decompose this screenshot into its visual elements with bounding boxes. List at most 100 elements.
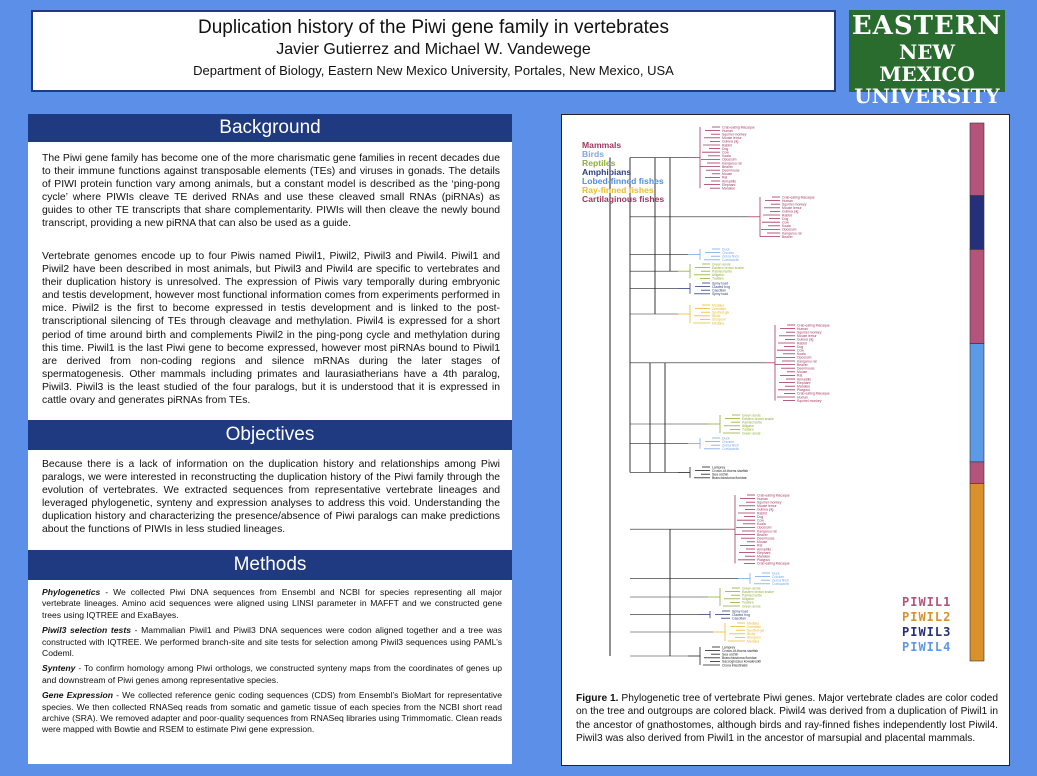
tip-label: Platypus [757, 558, 770, 562]
tip-label: Beaver [722, 165, 734, 169]
tip-label: Zebrafish [712, 307, 726, 311]
tip-label: Rat [797, 374, 802, 378]
tip-label: Coelacanth [722, 447, 739, 451]
tip-label: Alligator [742, 424, 755, 428]
tip-label: Painted turtle [742, 421, 762, 425]
paralog-bar-segment [969, 461, 985, 484]
legend-item: Reptiles [582, 158, 616, 168]
methods-heading: Methods [28, 550, 512, 580]
logo-line-2: NEW MEXICO [879, 40, 975, 86]
methods-item-phylogenetics: Phylogenetics - We collected Piwi DNA se… [42, 587, 502, 620]
tip-label: Beaver [757, 533, 769, 537]
legend-item: Ray-finned fishes [582, 185, 654, 195]
tip-label: Elephant [797, 381, 810, 385]
tip-label: Alligator [742, 597, 755, 601]
tip-label: Ciona intestinalis [722, 663, 748, 667]
logo-line-3: UNIVERSITY [854, 84, 1000, 108]
tip-label: Cow [797, 349, 804, 353]
tip-label: Kangaroo rat [722, 161, 742, 165]
paralog-legend-item: PIWIL3 [902, 625, 952, 639]
tip-label: Squirrel monkey [797, 399, 822, 403]
tip-label: Green anole [742, 431, 761, 435]
tip-label: Opossum [757, 526, 772, 530]
tip-label: Coelacanth [722, 258, 739, 262]
poster-department: Department of Biology, Eastern New Mexic… [193, 63, 674, 78]
logo-line-1: EASTERN [851, 11, 1003, 41]
tip-label: Tuatara [742, 428, 754, 432]
tip-label: Rabbit [797, 341, 807, 345]
tip-label: Opossum [797, 356, 812, 360]
tip-label: Rat [757, 544, 762, 548]
paralog-bar-segment [969, 122, 985, 196]
tip-label: Koala [797, 352, 806, 356]
tip-label: Painted turtle [712, 270, 732, 274]
tip-label: Painted turtle [742, 594, 762, 598]
tip-label: Kangaroo rat [797, 359, 817, 363]
figure-caption: Figure 1. Phylogenetic tree of vertebrat… [576, 693, 998, 745]
tip-label: Coelacanth [772, 582, 789, 586]
tip-label: Opossum [722, 158, 737, 162]
tip-label: Bichir [747, 632, 756, 636]
tip-label: Spotted gar [747, 629, 765, 633]
tip-label: Dog [797, 345, 803, 349]
tip-label: Caecilian [732, 617, 746, 621]
objectives-heading: Objectives [28, 420, 512, 450]
tip-label: Cow [757, 519, 764, 523]
tip-label: Koala [722, 154, 731, 158]
tip-label: Tuatara [712, 277, 724, 281]
tip-label: Sea urchin [722, 653, 738, 657]
tip-label: Crown-of-thorns starfish [722, 649, 758, 653]
tip-label: Clawed frog [732, 613, 750, 617]
tip-label: Spiny toad [712, 292, 728, 296]
tip-label: Cow [782, 221, 789, 225]
background-paragraph-1: The Piwi gene family has become one of t… [42, 153, 500, 230]
tip-label: Green anole [742, 413, 761, 417]
tip-label: Spotted gar [712, 311, 730, 315]
tip-label: Guinea pig [757, 508, 774, 512]
legend-item: Birds [582, 149, 604, 159]
tip-label: Branchiostoma floridae [722, 656, 757, 660]
tip-label: Opossum [782, 228, 797, 232]
tip-label: Medaka [712, 321, 724, 325]
paralog-bar-segment [969, 343, 985, 463]
tip-label: Spiny toad [732, 609, 748, 613]
tip-label: Manatee [722, 187, 735, 191]
tip-label: Elephant [722, 183, 735, 187]
tip-label: Eastern brown snake [742, 417, 774, 421]
tip-label: Chicken [772, 575, 784, 579]
tip-label: Human [797, 327, 808, 331]
tip-label: Beaver [782, 235, 794, 239]
tip-label: Clawed frog [712, 285, 730, 289]
tip-label: Bichir [712, 314, 721, 318]
tip-label: Kangaroo rat [757, 529, 777, 533]
legend-item: Cartilaginous fishes [582, 194, 665, 204]
tip-label: Cow [722, 151, 729, 155]
tip-label: Sea urchin [712, 473, 728, 477]
tip-label: Green anole [742, 604, 761, 608]
tip-label: Green anole [712, 262, 731, 266]
tip-label: Dog [782, 217, 788, 221]
tip-label: Deermouse [797, 367, 815, 371]
tip-label: Chicken [722, 251, 734, 255]
tip-label: Crab-eating Macaque [782, 195, 815, 199]
tip-label: Crab-eating Macaque [757, 562, 790, 566]
tip-label: Duck [722, 247, 730, 251]
tip-label: Squirrel monkey [757, 501, 782, 505]
tip-label: Guinea pig [797, 338, 814, 342]
tip-label: Mouse lemur [722, 136, 742, 140]
objectives-paragraph: Because there is a lack of information o… [42, 459, 500, 536]
paralog-bar-segment [969, 249, 985, 344]
paralog-bar-segment [969, 195, 985, 250]
tip-label: Mouse [797, 370, 807, 374]
tip-label: Kangaroo rat [782, 231, 802, 235]
tip-label: Koala [757, 522, 766, 526]
tip-label: Mouse lemur [797, 334, 817, 338]
paralog-legend-item: PIWIL1 [902, 595, 952, 609]
tip-label: Sturgeon [712, 318, 726, 322]
tip-label: Koala [782, 224, 791, 228]
paralog-bar-segment [969, 483, 985, 662]
